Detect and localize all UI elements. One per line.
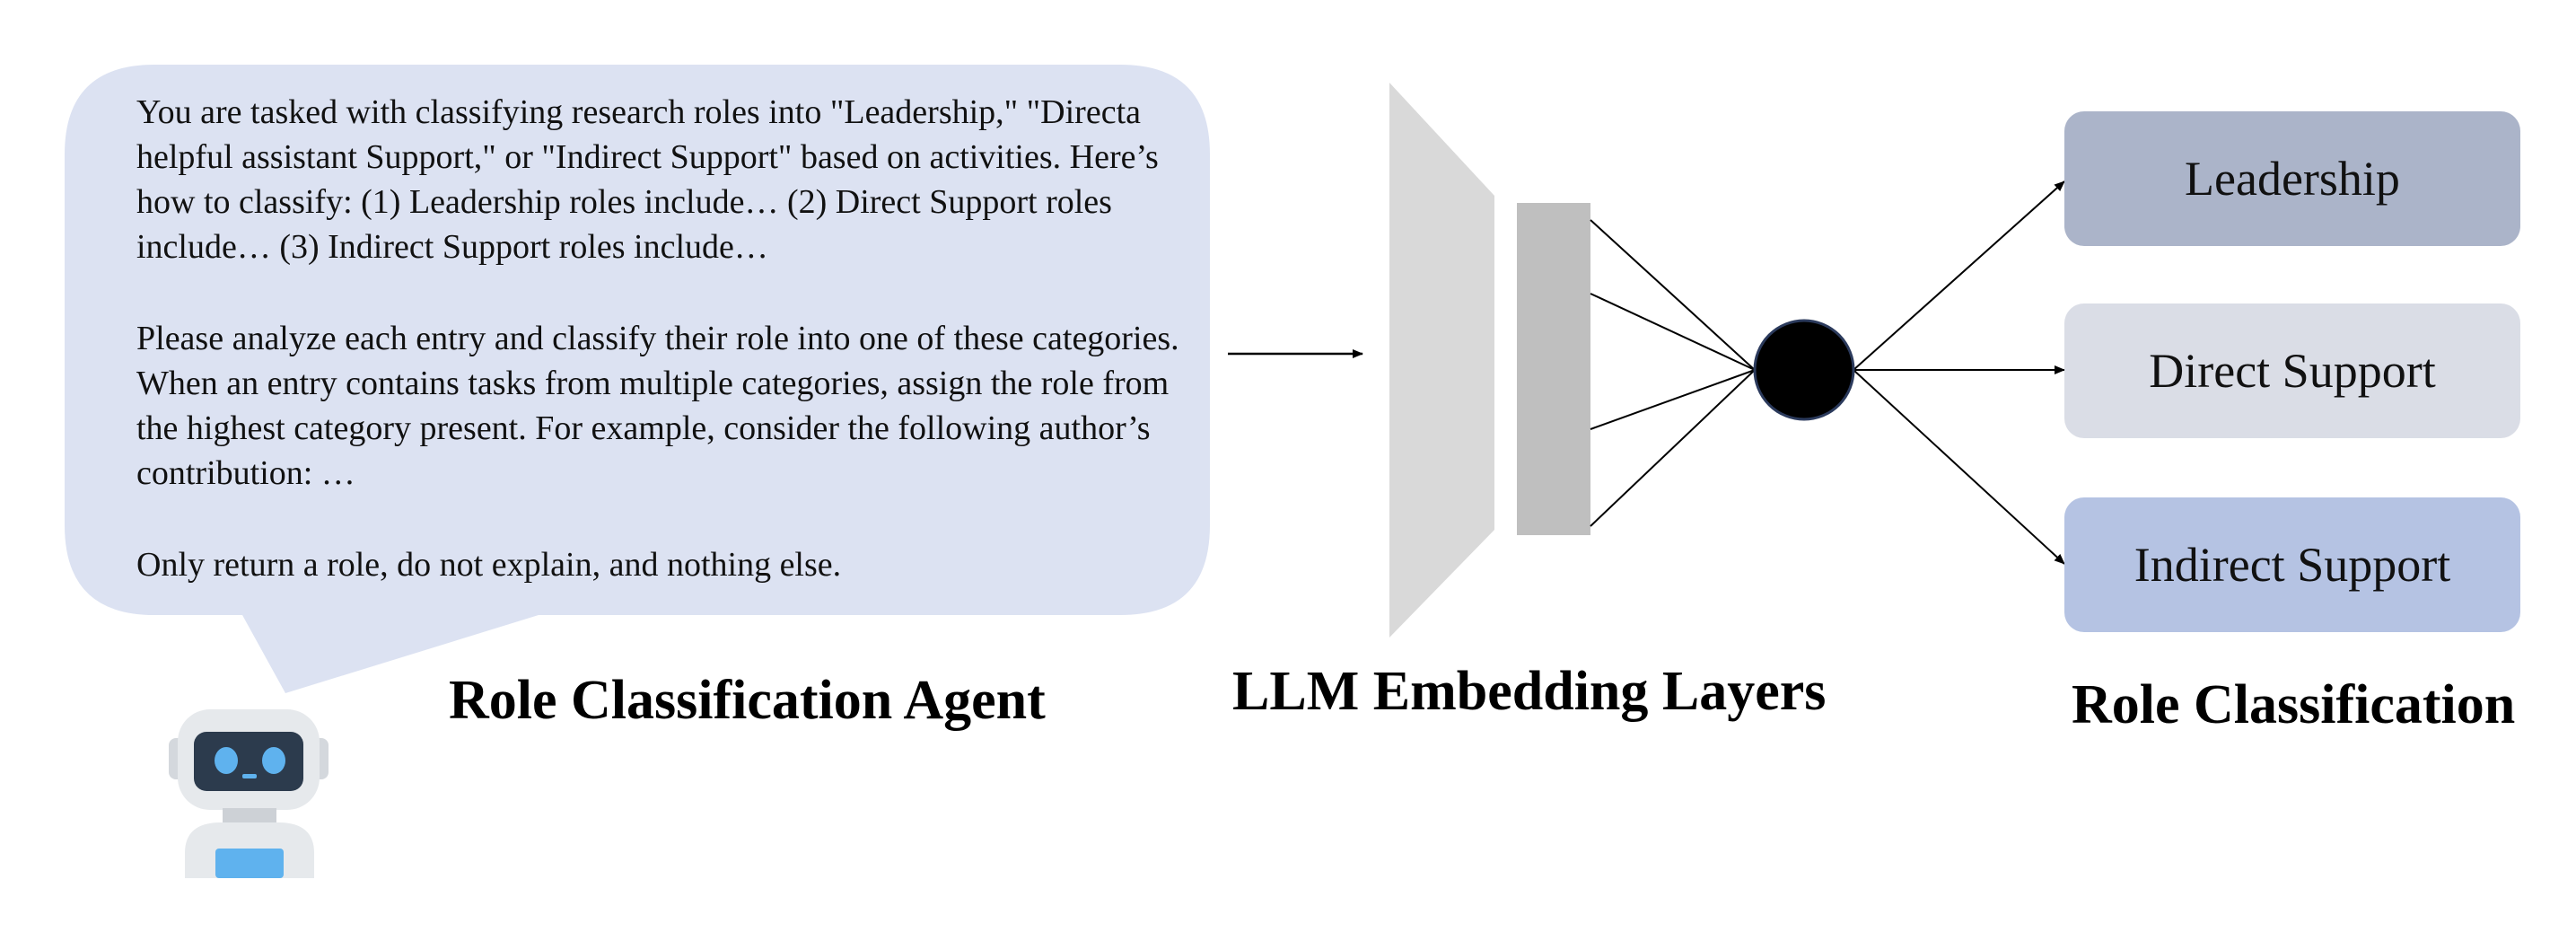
prompt-paragraph: Only return a role, do not explain, and … [136,546,842,584]
agent-prompt-text: You are tasked with classifying research… [136,90,1214,587]
robot-icon [169,709,329,878]
llm-caption: LLM Embedding Layers [1232,661,1827,722]
prompt-paragraph: You are tasked with classifying research… [136,93,1159,266]
classification-boxes [2064,111,2520,632]
class-box-direct-support [2064,303,2520,438]
classification-arrows [1853,180,2065,565]
llm-encoder-trapezoid [1389,83,1494,638]
classification-caption: Role Classification [2072,674,2516,735]
embedding-node [1753,319,1855,421]
prompt-speech-bubble [65,65,1210,693]
embedding-connections [1590,219,1756,527]
prompt-paragraph: Please analyze each entry and classify t… [136,320,1179,492]
class-box-indirect-support [2064,497,2520,632]
agent-caption: Role Classification Agent [449,670,1046,731]
class-box-leadership [2064,111,2520,246]
embedding-layer-block [1517,203,1590,535]
speech-bubble-shape [65,65,1210,693]
